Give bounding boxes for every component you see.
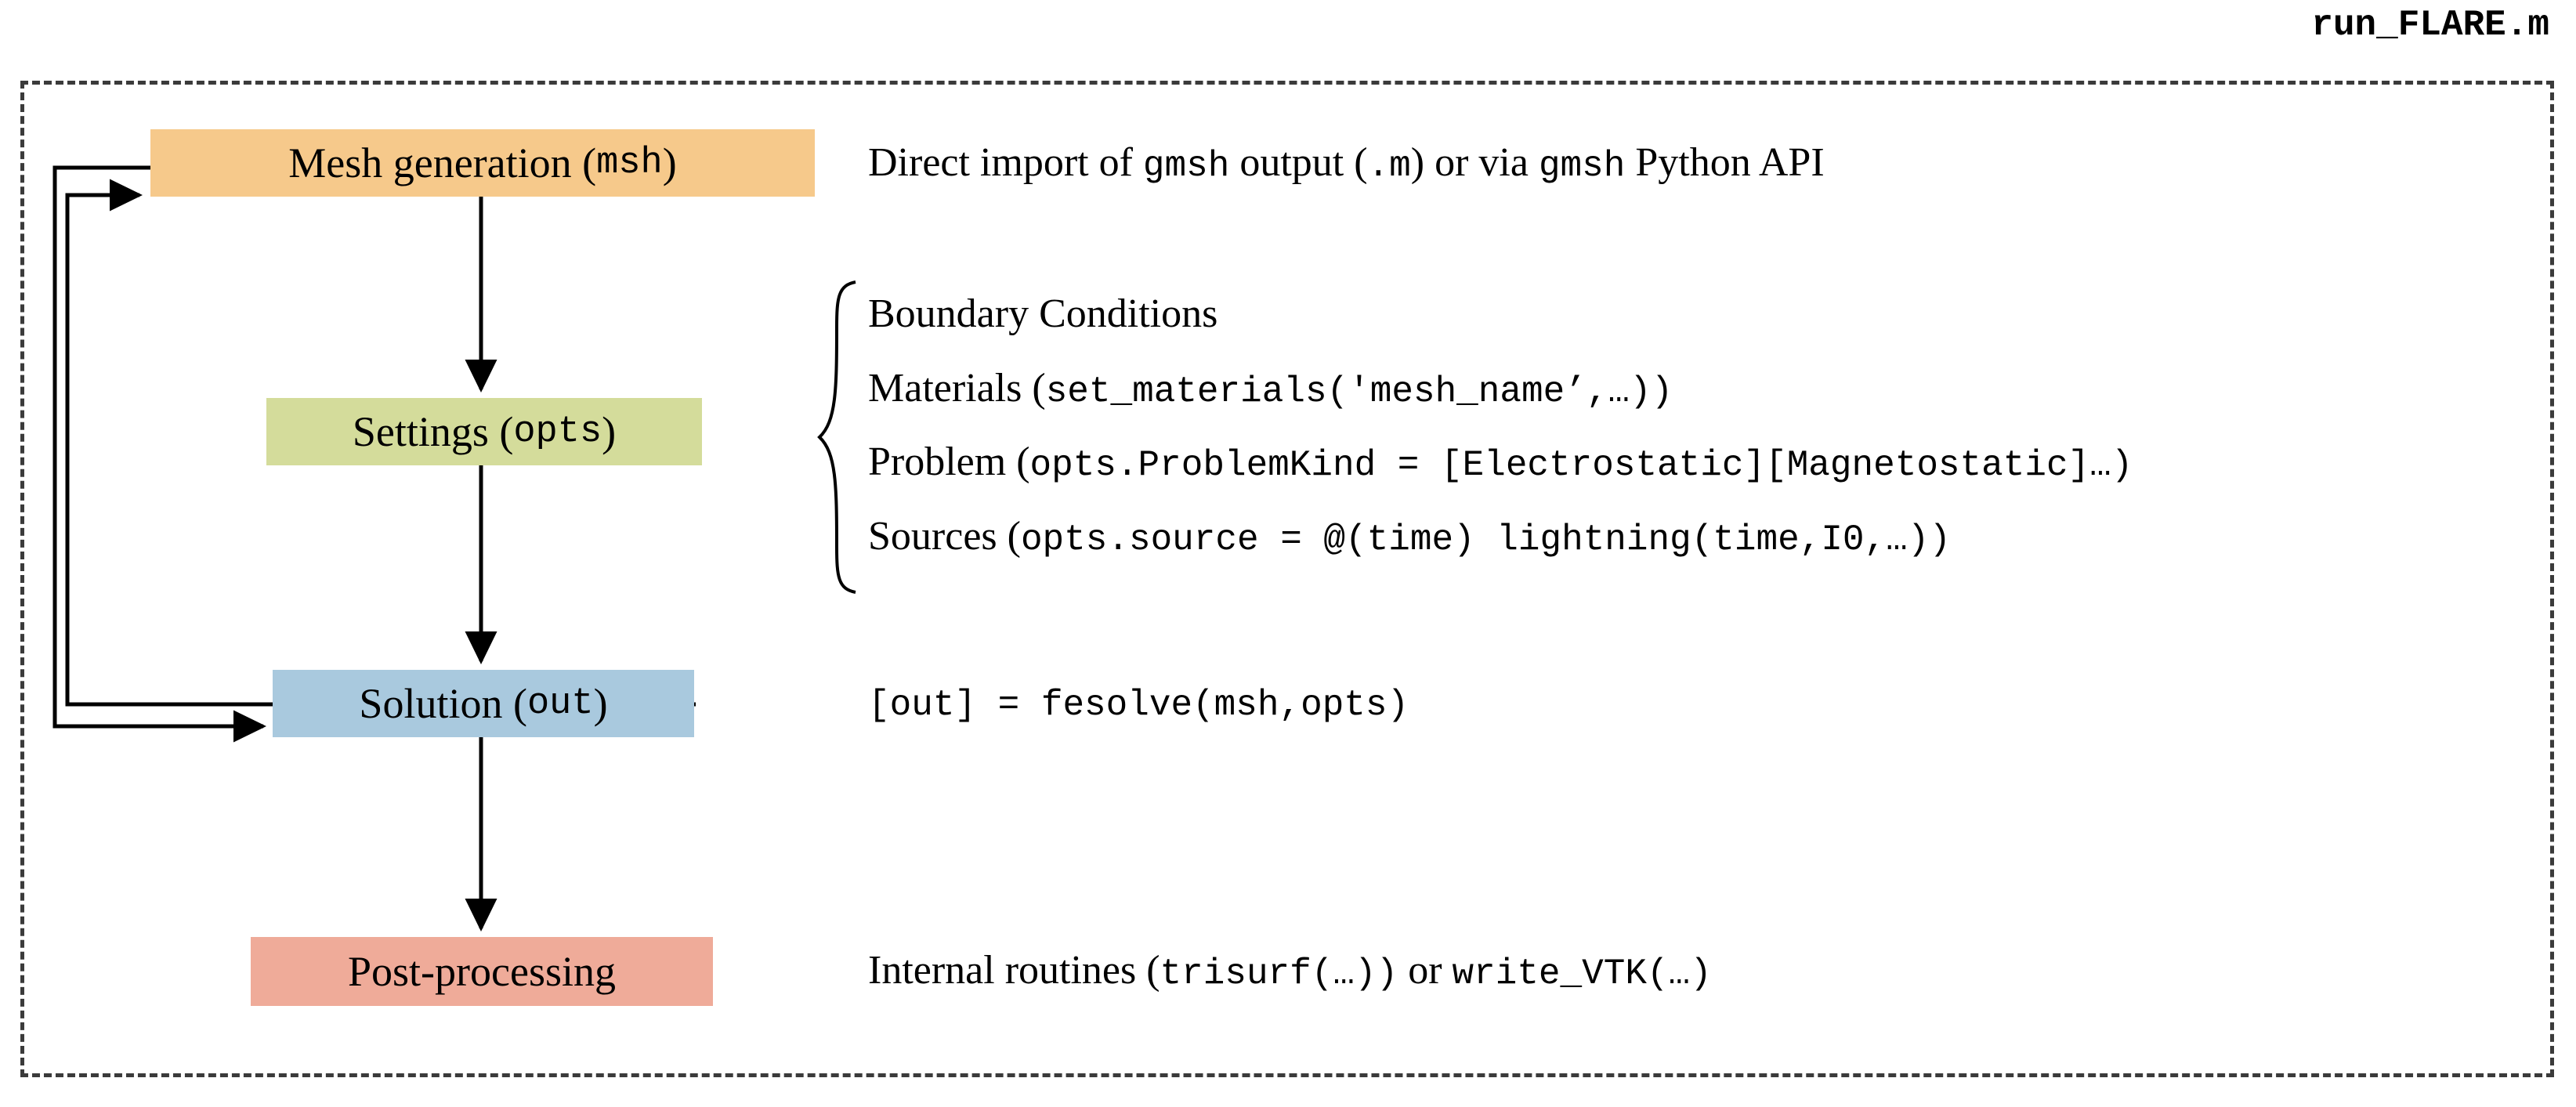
description-bc-label: Boundary Conditions bbox=[868, 291, 1218, 336]
flow-box-mesh-generation[interactable]: Mesh generation (msh) bbox=[150, 129, 815, 197]
arrow-feedback-mesh-to-solution bbox=[52, 165, 267, 743]
description-mesh-part4: Python API bbox=[1625, 140, 1825, 185]
flow-box-solution[interactable]: Solution (out) bbox=[273, 670, 694, 737]
flow-box-solution-code: out bbox=[526, 682, 594, 725]
flow-box-mesh-label: Mesh generation ( bbox=[288, 139, 597, 186]
description-sources: Sources (opts.source = @(time) lightning… bbox=[868, 514, 1951, 560]
page-title: run_FLARE.m bbox=[2311, 5, 2549, 45]
description-mesh-code3: gmsh bbox=[1538, 146, 1626, 186]
description-boundary-conditions: Boundary Conditions bbox=[868, 294, 1217, 335]
description-post-code2: write_VTK(…) bbox=[1452, 953, 1712, 994]
description-sources-code: opts.source = @(time) lightning(time,I0,… bbox=[1020, 519, 1951, 560]
flow-box-settings-code: opts bbox=[513, 411, 602, 453]
flow-box-settings[interactable]: Settings (opts) bbox=[266, 398, 702, 465]
diagram-frame bbox=[20, 81, 2554, 1077]
description-materials-code: set_materials('mesh_name’,…)) bbox=[1045, 371, 1673, 412]
description-post-code1: trisurf(…)) bbox=[1160, 953, 1398, 994]
description-mesh-part3: ) or via bbox=[1410, 140, 1539, 185]
description-materials: Materials (set_materials('mesh_name’,…)) bbox=[868, 366, 1673, 412]
flow-box-mesh-tail: ) bbox=[662, 139, 677, 186]
description-problem: Problem (opts.ProblemKind = [Electrostat… bbox=[868, 440, 2133, 486]
flow-box-mesh-code: msh bbox=[596, 142, 663, 184]
description-post-part1: Internal routines ( bbox=[868, 948, 1160, 993]
description-problem-label: Problem ( bbox=[868, 440, 1030, 484]
description-mesh-code2: .m bbox=[1367, 146, 1411, 186]
description-mesh: Direct import of gmsh output (.m) or via… bbox=[868, 140, 1825, 186]
description-mesh-part1: Direct import of bbox=[868, 140, 1143, 185]
description-post-part2: or bbox=[1398, 948, 1453, 993]
description-solution-code: [out] = fesolve(msh,opts) bbox=[868, 685, 1409, 725]
flow-box-settings-label: Settings ( bbox=[352, 408, 514, 455]
description-post-processing: Internal routines (trisurf(…)) or write_… bbox=[868, 948, 1712, 994]
settings-group-brace bbox=[817, 280, 856, 594]
flow-box-solution-label: Solution ( bbox=[359, 680, 527, 727]
flow-box-post-label: Post-processing bbox=[348, 948, 616, 995]
description-mesh-code1: gmsh bbox=[1142, 146, 1230, 186]
flow-box-solution-tail: ) bbox=[593, 680, 608, 727]
flow-box-settings-tail: ) bbox=[602, 408, 617, 455]
description-sources-label: Sources ( bbox=[868, 514, 1021, 559]
description-problem-code: opts.ProblemKind = [Electrostatic][Magne… bbox=[1029, 445, 2133, 486]
description-mesh-part2: output ( bbox=[1229, 140, 1368, 185]
flow-box-post-processing[interactable]: Post-processing bbox=[251, 937, 713, 1006]
description-materials-label: Materials ( bbox=[868, 366, 1046, 411]
